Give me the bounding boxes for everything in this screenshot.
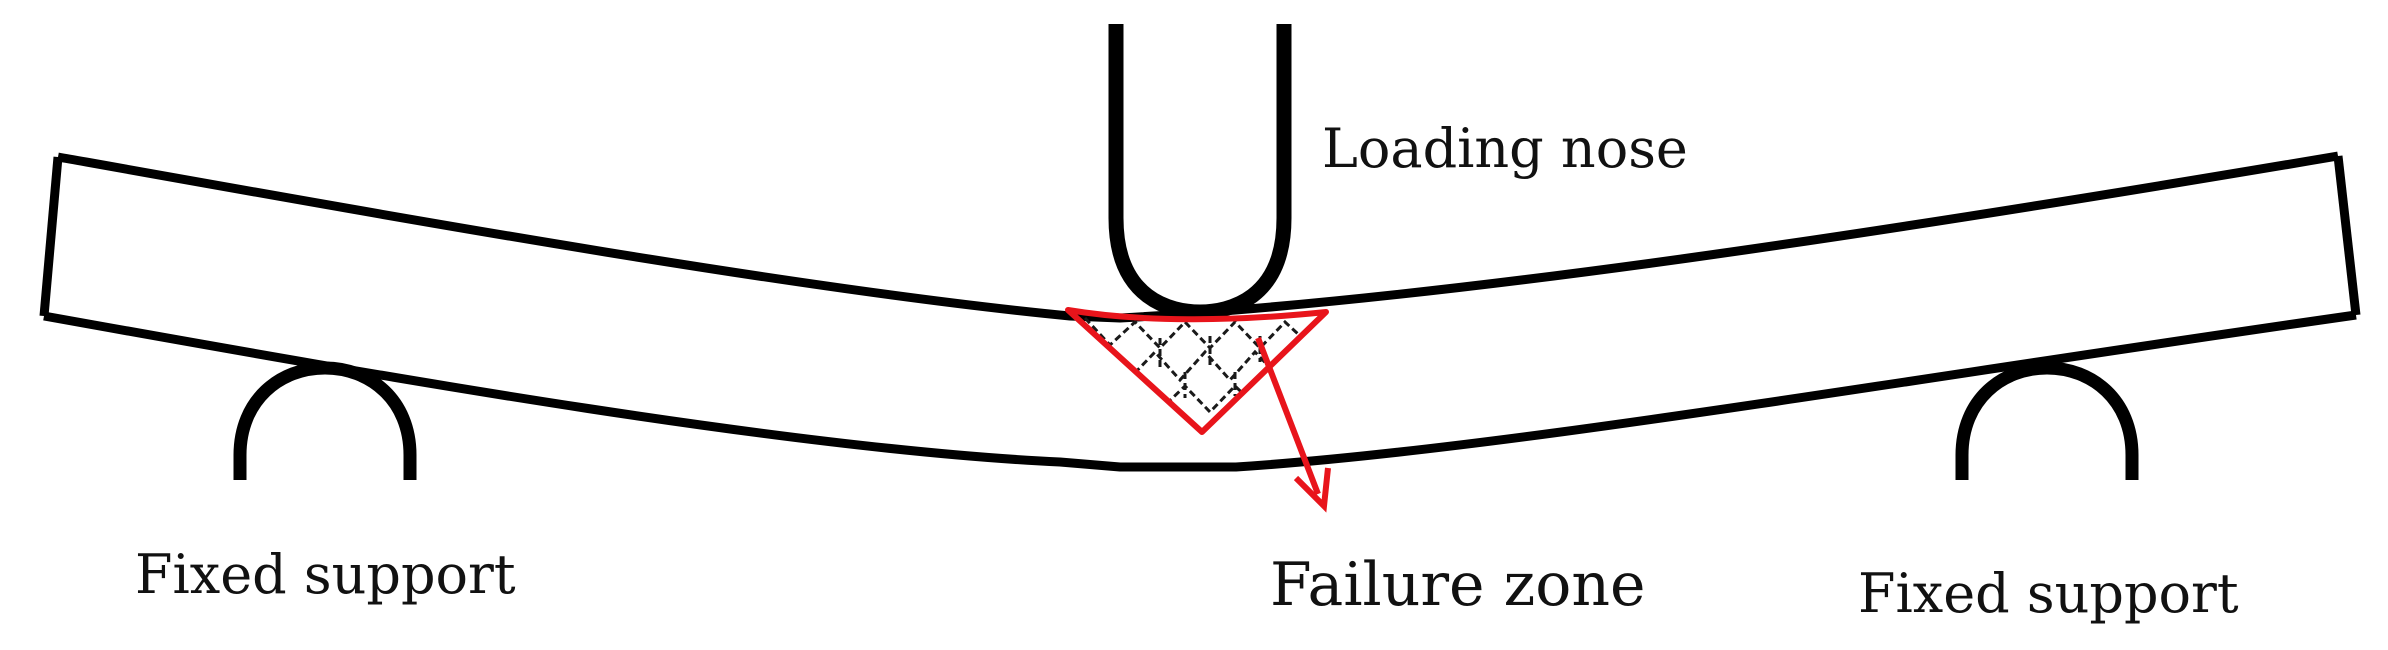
- fixed-support-left: [233, 361, 417, 480]
- loading-nose-label: Loading nose: [1322, 117, 1688, 180]
- fixed-support-right-label: Fixed support: [1858, 562, 2239, 625]
- fixed-support-right: [1955, 361, 2139, 480]
- failure-zone-label: Failure zone: [1270, 550, 1646, 620]
- fixed-support-left-label: Fixed support: [135, 543, 516, 606]
- failure-pointer-arrowhead: [1293, 467, 1331, 513]
- beam-right-end: [2333, 155, 2361, 316]
- beam-left-end: [39, 156, 63, 317]
- loading-nose: [1108, 24, 1292, 320]
- failure-crack-pattern: [1083, 316, 1312, 415]
- beam-top-edge: [57, 151, 2339, 323]
- beam-bottom-edge: [43, 310, 2357, 472]
- failure-zone: [1065, 307, 1331, 513]
- failure-pointer-arrow-shaft: [1255, 336, 1321, 496]
- failure-zone-outline: [1065, 307, 1329, 435]
